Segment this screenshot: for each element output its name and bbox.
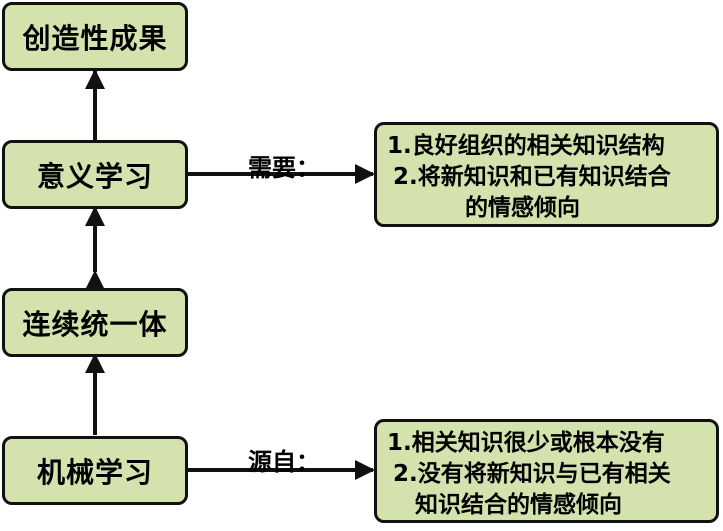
node-meaningful-learning: 意义学习 (2, 140, 188, 209)
source-line-3: 知识结合的情感倾向 (415, 492, 622, 518)
node-continuum: 连续统一体 (2, 288, 188, 357)
source-line-1: 1.相关知识很少或根本没有 (387, 430, 665, 456)
needs-label: 需要： (248, 154, 320, 182)
source-box: 1.相关知识很少或根本没有 2.没有将新知识与已有相关 知识结合的情感倾向 (374, 419, 719, 523)
node-creative-outcome: 创造性成果 (2, 2, 188, 71)
needs-line-2: 2.将新知识和已有知识结合 (393, 164, 671, 190)
source-label: 源自： (248, 448, 320, 476)
needs-box: 1.良好组织的相关知识结构 2.将新知识和已有知识结合 的情感倾向 (374, 122, 719, 227)
source-line-2: 2.没有将新知识与已有相关 (393, 461, 671, 487)
needs-line-3: 的情感倾向 (465, 195, 580, 221)
node-rote-learning: 机械学习 (2, 436, 188, 505)
needs-line-1: 1.良好组织的相关知识结构 (387, 133, 665, 159)
